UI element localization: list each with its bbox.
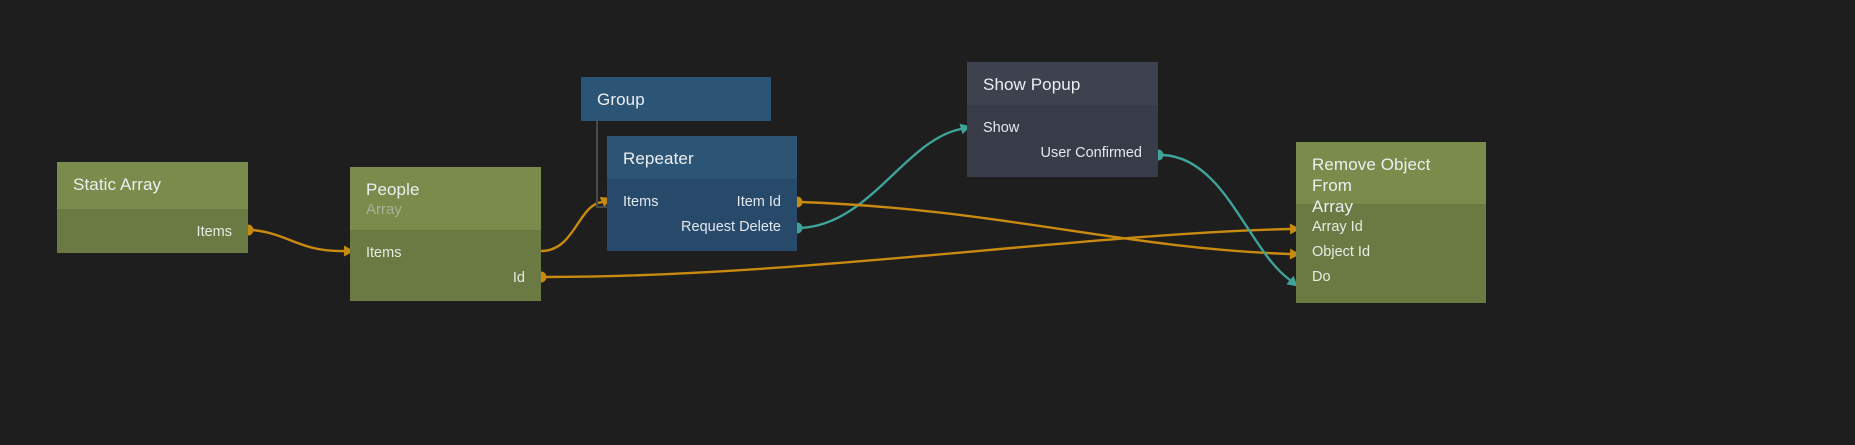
node-body: Items [57, 209, 248, 253]
wire-show-popup-user-confirmed-to-remove-do[interactable] [1161, 153, 1301, 291]
port-label-request-delete[interactable]: Request Delete [681, 218, 781, 235]
port-row: Items [350, 240, 541, 265]
node-body: Array Id Object Id Do [1296, 204, 1486, 303]
port-row: Id [350, 265, 541, 290]
wire-path [596, 120, 608, 208]
node-title: Static Array [73, 175, 162, 194]
port-label-show[interactable]: Show [983, 119, 1020, 136]
wire-group-to-repeater[interactable] [596, 120, 608, 208]
node-group[interactable]: Group [581, 77, 771, 121]
port-row: Array Id [1296, 214, 1486, 239]
port-label-user-confirmed[interactable]: User Confirmed [1040, 144, 1142, 161]
port-label-array-id[interactable]: Array Id [1312, 218, 1363, 235]
port-row: User Confirmed [967, 140, 1158, 165]
port-label-items[interactable]: Items [196, 223, 232, 240]
port-row: Show [967, 115, 1158, 140]
node-title: People [366, 180, 420, 199]
wire-path [798, 200, 1292, 256]
node-title: Group [597, 90, 645, 109]
node-header[interactable]: Group [581, 77, 771, 121]
port-row: Do [1296, 264, 1486, 289]
node-header[interactable]: Repeater [607, 136, 797, 179]
port-label-items[interactable]: Items [623, 193, 659, 210]
port-label-id[interactable]: Id [512, 269, 525, 286]
node-header[interactable]: Static Array [57, 162, 248, 209]
node-body: Items Item Id Request Delete [607, 179, 797, 251]
wire-repeater-item-id-to-remove-object-id[interactable] [798, 200, 1300, 260]
node-title: Show Popup [983, 75, 1081, 94]
port-row: Items Item Id [607, 189, 797, 214]
port-row: Items [57, 219, 248, 244]
wire-path [539, 200, 604, 253]
port-row: Request Delete [607, 214, 797, 239]
wire-path [1161, 153, 1292, 282]
port-label-item-id[interactable]: Item Id [736, 193, 781, 210]
node-header[interactable]: Remove Object From Array [1296, 142, 1486, 216]
wire-path [798, 127, 963, 230]
port-row: Object Id [1296, 239, 1486, 264]
wire-people-items-to-repeater-items[interactable] [539, 193, 613, 253]
port-label-object-id[interactable]: Object Id [1312, 243, 1371, 260]
node-title: Remove Object From Array [1312, 155, 1431, 216]
node-title: Repeater [623, 149, 694, 168]
node-subtitle: Array [366, 201, 402, 218]
port-label-do[interactable]: Do [1312, 268, 1331, 285]
wire-static-array-items-to-people-items[interactable] [251, 228, 354, 257]
wire-repeater-request-delete-to-show-popup-show[interactable] [798, 121, 972, 230]
port-label-items[interactable]: Items [366, 244, 402, 261]
node-header[interactable]: Show Popup [967, 62, 1158, 105]
wire-path [251, 228, 346, 253]
